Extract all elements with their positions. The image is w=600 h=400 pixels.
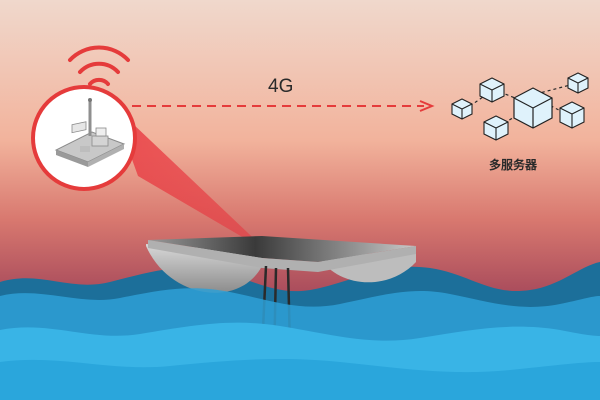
server-cube-icon xyxy=(483,115,509,141)
servers-label: 多服务器 xyxy=(489,157,538,172)
server-cube-icon xyxy=(559,101,585,129)
server-cube-icon xyxy=(479,77,505,103)
server-network xyxy=(451,72,589,141)
link-label: 4G xyxy=(268,76,293,97)
wifi-signal-icon xyxy=(68,45,130,86)
water-foreground xyxy=(0,359,600,400)
circuit-board-icon xyxy=(54,98,126,167)
server-cube-icon xyxy=(451,98,473,120)
device-node xyxy=(31,85,137,191)
link-arrow xyxy=(132,100,435,112)
server-cube-icon xyxy=(513,87,553,129)
server-cube-icon xyxy=(567,72,589,94)
signal-beam xyxy=(112,104,268,252)
